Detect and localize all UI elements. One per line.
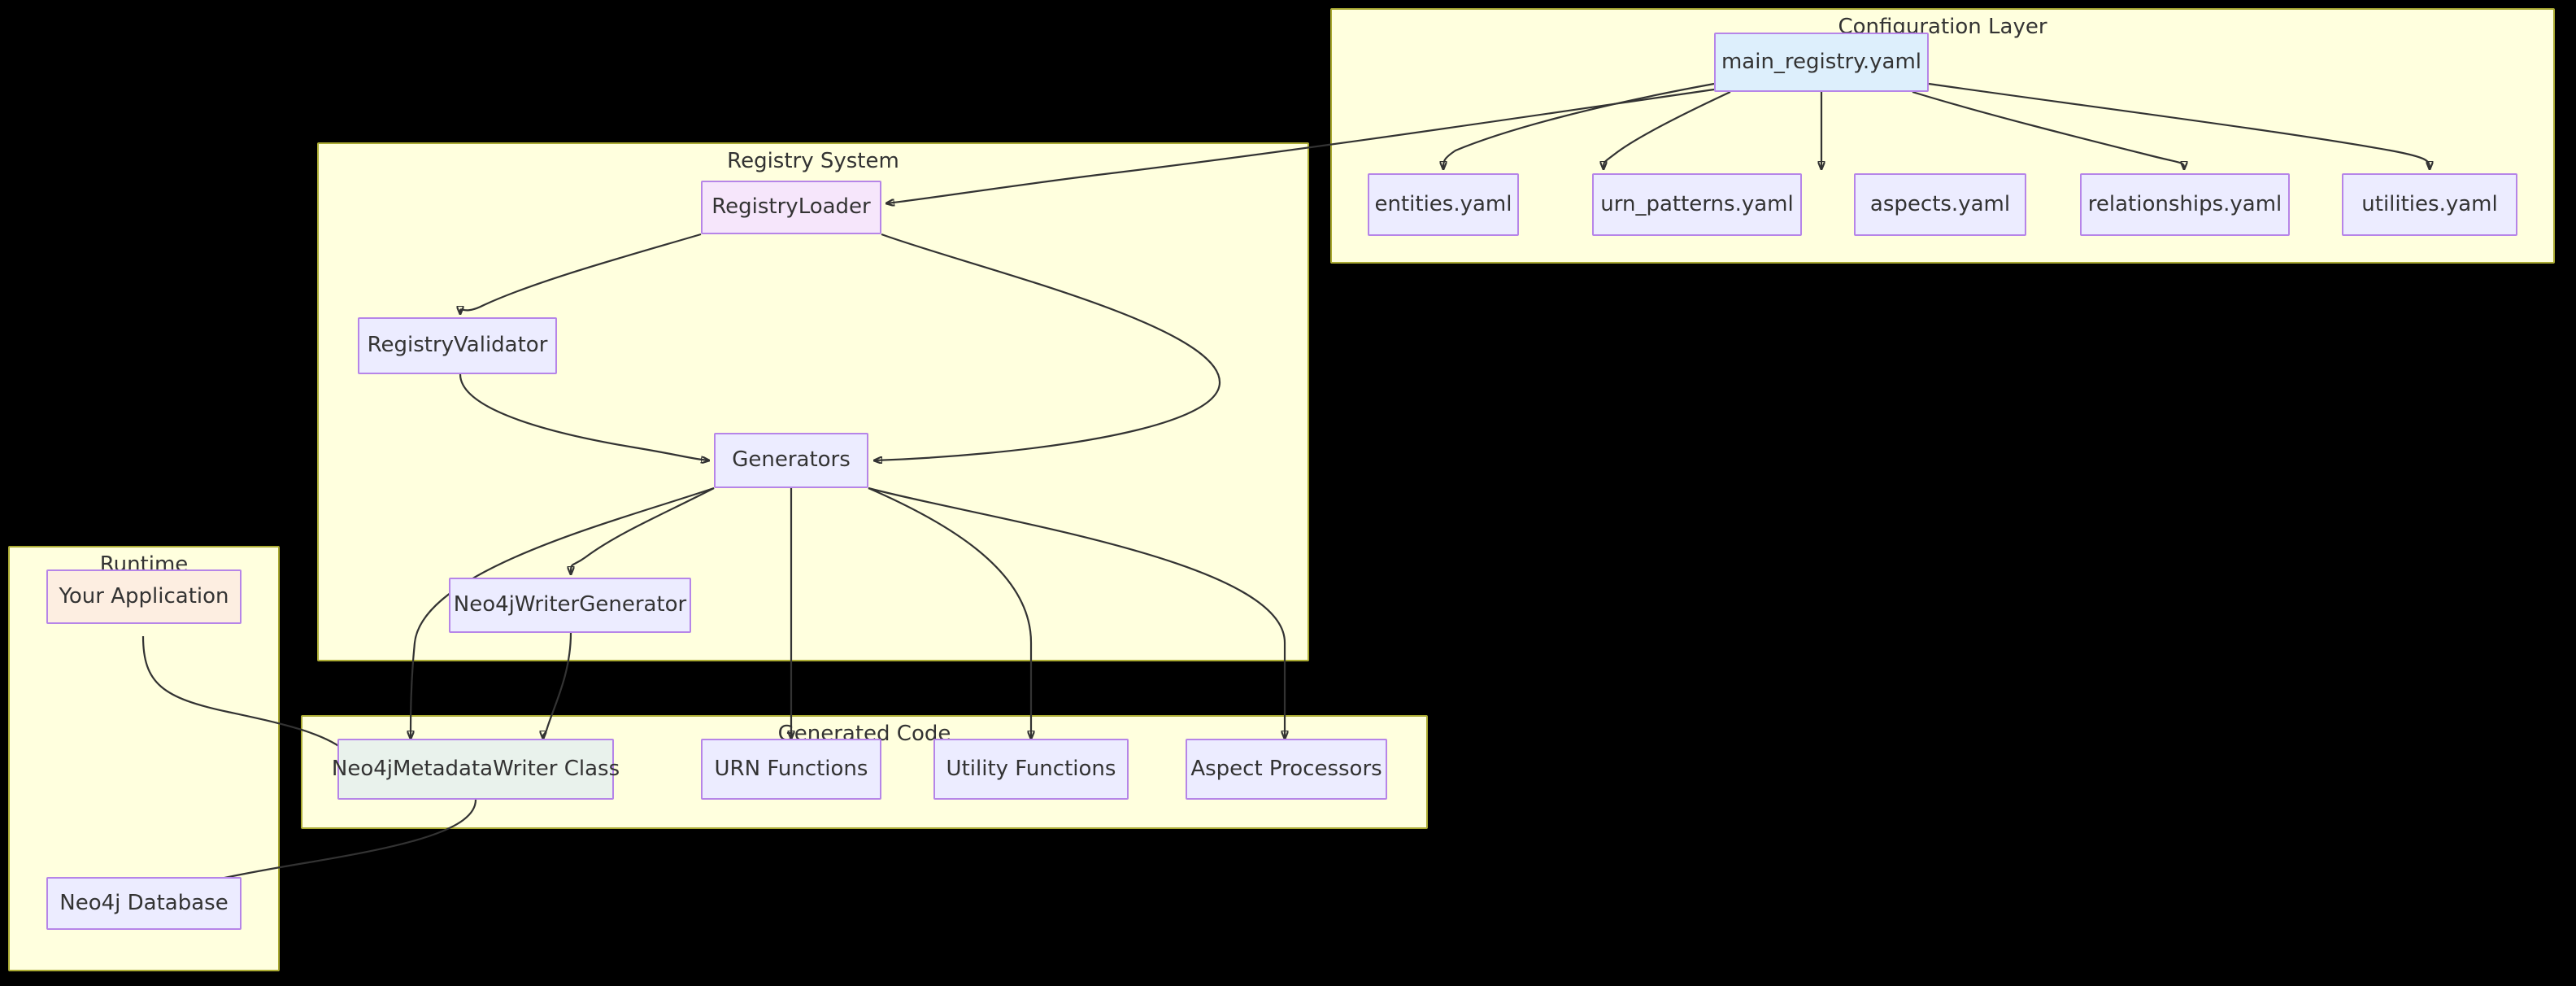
node-entities-yaml[interactable]: entities.yaml (1368, 173, 1519, 236)
node-neo4j-metadata-writer-class[interactable]: Neo4jMetadataWriter Class (332, 739, 620, 800)
node-aspect-processors[interactable]: Aspect Processors (1186, 739, 1387, 800)
node-neo4j-database[interactable]: Neo4j Database (46, 877, 242, 930)
node-urn-patterns-yaml[interactable]: urn_patterns.yaml (1592, 173, 1802, 236)
node-registry-validator[interactable]: RegistryValidator (358, 317, 557, 374)
node-label: utilities.yaml (2361, 191, 2498, 216)
node-label: Neo4jMetadataWriter Class (331, 756, 620, 781)
node-label: Utility Functions (946, 756, 1116, 781)
node-urn-functions[interactable]: URN Functions (701, 739, 881, 800)
node-label: relationships.yaml (2087, 191, 2282, 216)
node-utilities-yaml[interactable]: utilities.yaml (2342, 173, 2517, 236)
node-label: aspects.yaml (1869, 191, 2011, 216)
node-label: RegistryValidator (367, 333, 548, 358)
node-label: Neo4j Database (59, 890, 228, 915)
node-generators[interactable]: Generators (714, 433, 868, 488)
node-neo4j-writer-generator[interactable]: Neo4jWriterGenerator (449, 578, 691, 633)
node-label: main_registry.yaml (1721, 49, 1922, 74)
node-label: entities.yaml (1374, 191, 1512, 216)
cluster-title-configuration-layer: Configuration Layer (1838, 15, 2047, 39)
cluster-title-registry-system: Registry System (727, 149, 899, 173)
node-your-application[interactable]: Your Application (46, 569, 242, 624)
node-label: Generators (732, 447, 851, 473)
node-registry-loader[interactable]: RegistryLoader (701, 181, 881, 234)
node-label: Aspect Processors (1190, 756, 1382, 781)
node-main-registry-yaml[interactable]: main_registry.yaml (1714, 33, 1929, 92)
node-label: urn_patterns.yaml (1600, 191, 1794, 216)
node-label: Your Application (59, 583, 229, 609)
node-label: URN Functions (714, 756, 868, 781)
node-relationships-yaml[interactable]: relationships.yaml (2080, 173, 2290, 236)
node-label: RegistryLoader (711, 194, 871, 220)
node-aspects-yaml[interactable]: aspects.yaml (1854, 173, 2026, 236)
node-label: Neo4jWriterGenerator (453, 592, 687, 617)
node-utility-functions[interactable]: Utility Functions (933, 739, 1129, 800)
